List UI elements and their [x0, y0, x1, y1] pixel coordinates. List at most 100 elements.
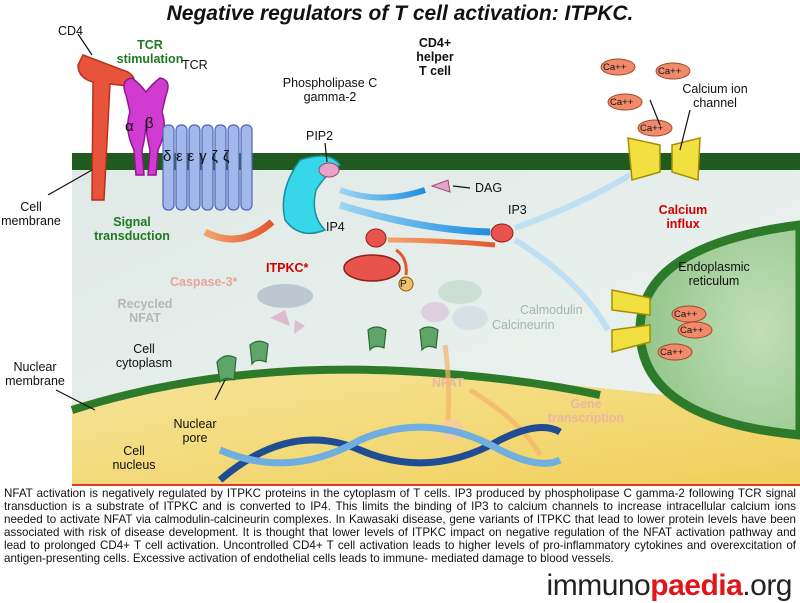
pointer-lines: [47, 33, 691, 411]
label-cd4-helper: CD4+ helper T cell: [405, 36, 465, 78]
label-tcr-stimulation: TCR stimulation: [115, 38, 185, 66]
cd4-molecule: [77, 54, 135, 201]
er-line1: Endoplasmic: [678, 260, 750, 274]
label-pip2: PIP2: [306, 129, 334, 143]
label-calcineurin: Calcineurin: [492, 318, 555, 332]
plc-line2: gamma-2: [303, 90, 357, 104]
label-calmodulin: Calmodulin: [520, 303, 583, 317]
cytoplasm-line1: Cell: [133, 342, 155, 356]
arrow-signal-to-plc: [203, 219, 275, 243]
nucleus-line2: nucleus: [112, 458, 156, 472]
gene-line1: Gene: [570, 397, 602, 411]
cytoplasm-line2: cytoplasm: [115, 356, 173, 370]
label-calcium-channel: Calcium ion channel: [675, 82, 755, 110]
label-p: P: [400, 279, 407, 290]
calcium-influx-line2: influx: [666, 217, 700, 231]
arrow-ip3-to-er: [513, 237, 611, 332]
signal-line2: transduction: [94, 229, 170, 243]
logo: immunopaedia.org: [546, 569, 793, 603]
calcium-channel-er: [611, 289, 651, 353]
nucleus-line1: Cell: [123, 444, 145, 458]
label-caspase: Caspase-3*: [170, 275, 238, 289]
label-cd3-chains: δεεγζζ: [163, 148, 235, 165]
ca-label-4: Ca++: [640, 123, 664, 134]
ca-label-5: Ca++: [674, 309, 698, 320]
er-line2: reticulum: [688, 274, 740, 288]
pore-line2: pore: [182, 431, 208, 445]
calcium-influx-line1: Calcium: [658, 203, 708, 217]
calcium-ions: [600, 58, 713, 361]
label-plc: Phospholipase C gamma-2: [270, 76, 390, 104]
label-cd4: CD4: [58, 24, 84, 38]
cell-membrane-line2: membrane: [1, 214, 61, 228]
tcr-molecule: [123, 77, 169, 176]
recycled-line1: Recycled: [117, 297, 173, 311]
ca-label-3: Ca++: [610, 97, 634, 108]
tcr-stimulation-line1: TCR: [137, 38, 163, 52]
arrow-nfat-to-gene: [468, 387, 543, 457]
calcium-channel-line1: Calcium ion: [682, 82, 748, 96]
label-cell-membrane: Cell membrane: [0, 200, 62, 228]
diagram-title: Negative regulators of T cell activation…: [166, 2, 634, 25]
nuclear-membrane: [70, 365, 601, 414]
label-cell-cytoplasm: Cell cytoplasm: [104, 342, 184, 370]
plc-line1: Phospholipase C: [282, 76, 378, 90]
nuclear-pores: [216, 326, 439, 384]
gene-line2: transcription: [547, 411, 625, 425]
cd4-helper-line3: T cell: [419, 64, 451, 78]
label-itpkc: ITPKC*: [266, 261, 309, 275]
label-nuclear-membrane: Nuclear membrane: [0, 360, 70, 388]
cd4-helper-line2: helper: [416, 50, 454, 64]
arrow-nfat-to-nucleus: [442, 344, 452, 421]
cell-membrane: [72, 153, 800, 170]
label-signal-transduction: Signal transduction: [84, 215, 180, 243]
logo-part1: immuno: [546, 569, 651, 602]
calmodulin-calcineurin: [421, 280, 488, 330]
caption-text: NFAT activation is negatively regulated …: [4, 487, 796, 565]
arrow-ip3-to-channel: [513, 172, 632, 231]
arrow-plc-to-dag: [338, 187, 426, 201]
calcium-channel-line2: channel: [693, 96, 737, 110]
label-ip3: IP3: [508, 203, 527, 217]
label-endoplasmic-reticulum: Endoplasmic reticulum: [664, 260, 764, 288]
arrow-ip3-to-ip4: [387, 237, 496, 248]
label-nfat: NFAT: [432, 376, 464, 390]
label-tcr: TCR: [182, 58, 208, 72]
recycled-line2: NFAT: [129, 311, 161, 325]
tcr-stimulation-line2: stimulation: [116, 52, 184, 66]
arrow-plc-to-ip3: [338, 201, 491, 236]
dag: [430, 179, 451, 193]
pip2: [318, 162, 340, 178]
label-cell-nucleus: Cell nucleus: [104, 444, 164, 472]
ip3-molecule: [490, 223, 514, 243]
phosphate-itpkc: [398, 276, 414, 292]
ca-label-2: Ca++: [658, 66, 682, 77]
label-alpha: α: [125, 118, 134, 135]
logo-part2: paedia: [650, 569, 743, 602]
ca-label-7: Ca++: [660, 347, 684, 358]
pore-line1: Nuclear: [173, 417, 217, 431]
ca-label-6: Ca++: [680, 325, 704, 336]
dna-helix: [217, 423, 562, 483]
nuclear-membrane-line2: membrane: [5, 374, 65, 388]
ca-label-1: Ca++: [603, 62, 627, 73]
calcium-channel-membrane: [627, 137, 701, 182]
label-beta: β: [145, 115, 154, 132]
label-recycled-nfat: Recycled NFAT: [110, 297, 180, 325]
caspase-3: [257, 284, 313, 308]
label-nuclear-pore: Nuclear pore: [160, 417, 230, 445]
cd3-complex: [162, 124, 253, 211]
itpkc-protein: [343, 254, 401, 282]
recycled-nfat-shape: [270, 310, 305, 334]
label-ip4: IP4: [326, 220, 345, 234]
label-calcium-influx: Calcium influx: [648, 203, 718, 231]
arrow-itpkc-phospho: [395, 248, 408, 276]
logo-part3: .org: [742, 569, 792, 602]
label-dag: DAG: [475, 181, 503, 195]
nuclear-membrane-line1: Nuclear: [13, 360, 57, 374]
cell-membrane-line1: Cell: [20, 200, 42, 214]
signal-line1: Signal: [113, 215, 151, 229]
label-gene-transcription: Gene transcription: [536, 397, 636, 425]
